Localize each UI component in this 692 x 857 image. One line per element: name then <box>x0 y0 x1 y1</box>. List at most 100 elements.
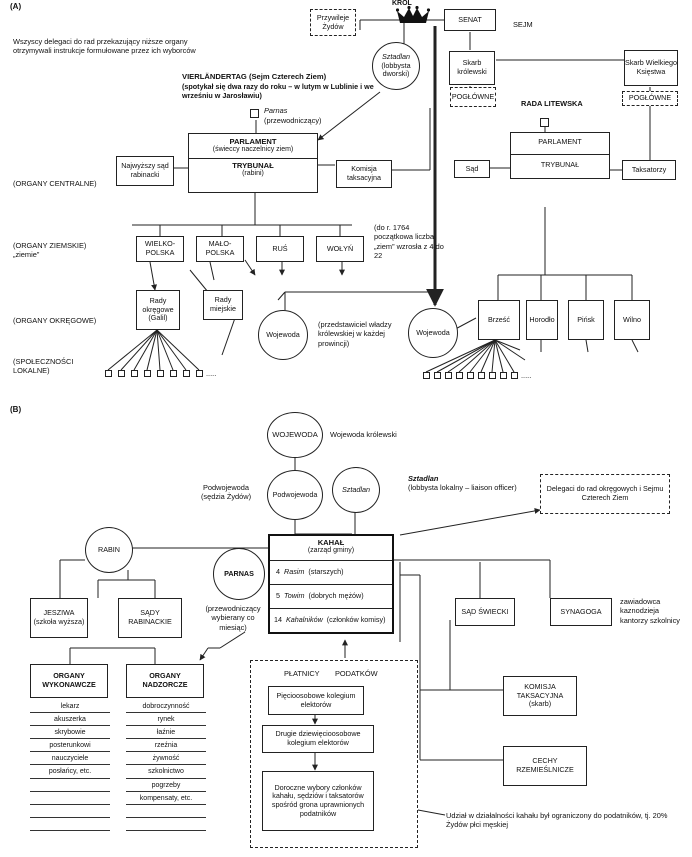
sztadlan-b-note-wrap: Sztadlan (lobbysta lokalny – liaison off… <box>408 474 517 493</box>
kahal-row-number: 5 <box>276 591 280 600</box>
community-square <box>183 370 190 377</box>
voivode-circle-2: Wojewoda <box>408 308 458 358</box>
list-item: akuszerka <box>30 713 110 727</box>
lithuanian-tribunal-label: TRYBUNAŁ <box>511 153 609 170</box>
sztadlan-b-note-title: Sztadlan <box>408 474 439 483</box>
kahal-row-number: 4 <box>276 567 280 576</box>
parnas-sub: (przewodniczący) <box>264 116 322 125</box>
kahal-row: 14 Kahalników (członków komisy) <box>270 609 392 633</box>
rabbinical-courts-box: SĄDY RABINACKIE <box>118 598 182 638</box>
list-item <box>126 805 206 818</box>
land-box: RUŚ <box>256 236 304 262</box>
list-item: posterunkowi <box>30 739 110 753</box>
royal-treasury-box: Skarb królewski <box>449 51 495 85</box>
tribunal-label: TRYBUNAŁ <box>232 160 274 170</box>
community-square <box>511 372 518 379</box>
synagogue-box: SYNAGOGA <box>550 598 612 626</box>
poll-tax-label-2: POGŁÓWNE <box>628 93 672 103</box>
guilds-label: CECHY RZEMIEŚLNICZE <box>516 756 574 774</box>
annual-elections-box: Doroczne wybory członków kahału, sędziów… <box>262 771 374 831</box>
synagogue-note: zawiadowca kaznodzieja kantorzy szkolnic… <box>620 597 680 625</box>
electors-college-1-box: Pięcioosobowe kolegium elektorów <box>268 686 364 715</box>
land-label: WIELKO-POLSKA <box>144 239 176 257</box>
supervisory-list: dobroczynność rynek łaźnie rzeźnia żywno… <box>126 700 206 831</box>
land-box: WOŁYŃ <box>316 236 364 262</box>
kahal-row-name: Towim <box>284 591 305 600</box>
sztadlan-b-label: Sztadlan <box>342 484 370 494</box>
list-item <box>30 779 110 792</box>
list-item: skrybowie <box>30 726 110 740</box>
community-square <box>500 372 507 379</box>
section-b-label: (B) <box>10 405 22 414</box>
taxpayers-label-1: PŁATNICY <box>284 669 320 678</box>
list-item: rynek <box>126 713 206 727</box>
lithuanian-district-box: Pińsk <box>568 300 604 340</box>
list-item: nauczyciele <box>30 752 110 766</box>
tax-commission-b-sub: (skarb) <box>528 699 552 709</box>
level-district-label: (ORGANY OKRĘGOWE) <box>13 316 97 325</box>
list-item: szkolnictwo <box>126 765 206 779</box>
lithuanian-district-label: Horodło <box>529 314 555 324</box>
sztadlan-title: Sztadlan <box>382 52 410 62</box>
lithuanian-district-label: Pińsk <box>577 314 595 324</box>
land-label: RUŚ <box>272 243 288 253</box>
district-council-box: Rady okręgowe (Galil) <box>136 290 180 330</box>
court-box: Sąd <box>454 160 490 178</box>
delegates-label: Delegaci do rad okręgowych i Sejmu Czter… <box>546 484 664 502</box>
supervisory-organs-box: ORGANY NADZORCZE <box>126 664 204 698</box>
lithuanian-parliament-box: PARLAMENT TRYBUNAŁ <box>510 132 610 179</box>
community-square <box>423 372 430 379</box>
delegates-box: Delegaci do rad okręgowych i Sejmu Czter… <box>540 474 670 514</box>
list-item: żywność <box>126 752 206 766</box>
yeshiva-sub: (szkoła wyższa) <box>33 617 85 626</box>
tribunal-sub: (rabini) <box>242 169 264 177</box>
voivode-label: Wojewoda <box>416 327 450 337</box>
community-square <box>157 370 164 377</box>
ellipsis-2: ..... <box>521 371 532 380</box>
community-square <box>105 370 112 377</box>
community-square <box>434 372 441 379</box>
executive-organs-box: ORGANY WYKONAWCZE <box>30 664 108 698</box>
list-item <box>30 805 110 818</box>
section-a-label: (A) <box>10 2 22 11</box>
list-item: lekarz <box>30 700 110 714</box>
community-square <box>170 370 177 377</box>
community-square <box>144 370 151 377</box>
participation-note: Udział w działalności kahału był ogranic… <box>446 811 668 830</box>
senat-box: SENAT <box>444 9 496 31</box>
taxpayers-label-2: PODATKÓW <box>335 669 378 678</box>
community-square <box>489 372 496 379</box>
secular-court-box: SĄD ŚWIECKI <box>455 598 515 626</box>
sub-voivode-label: Podwojewoda <box>272 489 318 499</box>
ellipsis-1: ..... <box>206 369 217 378</box>
level-regional-label: (ORGANY ZIEMSKIE) „ziemie” <box>13 241 87 260</box>
community-square <box>118 370 125 377</box>
senat-label: SENAT <box>458 14 482 24</box>
poll-tax-label-1: POGŁÓWNE <box>451 91 495 101</box>
parnas-title: Parnas <box>264 106 288 115</box>
parliament-tribunal-box: PARLAMENT (świeccy naczelnicy ziem) TRYB… <box>188 133 318 193</box>
list-item: rzeźnia <box>126 739 206 753</box>
yeshiva-label: JESZIWA <box>43 608 75 618</box>
kahal-row: 4 Rasim (starszych) <box>270 561 392 585</box>
taxpayers-frame <box>250 660 418 848</box>
tax-commission-b-box: KOMISJA TAKSACYJNA(skarb) <box>503 676 577 716</box>
lithuanian-district-box: Brześć <box>478 300 520 340</box>
community-square <box>131 370 138 377</box>
kahal-row: 5 Towim (dobrych mężów) <box>270 585 392 609</box>
kahal-row-desc: (dobrych mężów) <box>308 591 364 600</box>
supervisory-organs-label: ORGANY NADZORCZE <box>142 671 188 689</box>
kahal-box: KAHAŁ (zarząd gminy) 4 Rasim (starszych)… <box>268 534 394 634</box>
annual-elections-label: Doroczne wybory członków kahału, sędziów… <box>271 782 365 818</box>
assessors-box: Taksatorzy <box>622 160 676 180</box>
kahal-row-desc: (starszych) <box>308 567 344 576</box>
land-label: MAŁO-POLSKA <box>205 239 235 257</box>
rabbi-label: RABIN <box>98 544 120 554</box>
yeshiva-box: JESZIWA(szkoła wyższa) <box>30 598 88 638</box>
list-item <box>126 818 206 831</box>
level-local-label: (SPOŁECZNOŚCI LOKALNE) <box>13 357 74 376</box>
parnas-b-label: PARNAS <box>224 568 254 578</box>
list-item: pogrzeby <box>126 779 206 792</box>
privileges-box: Przywileje Żydów <box>310 9 356 36</box>
